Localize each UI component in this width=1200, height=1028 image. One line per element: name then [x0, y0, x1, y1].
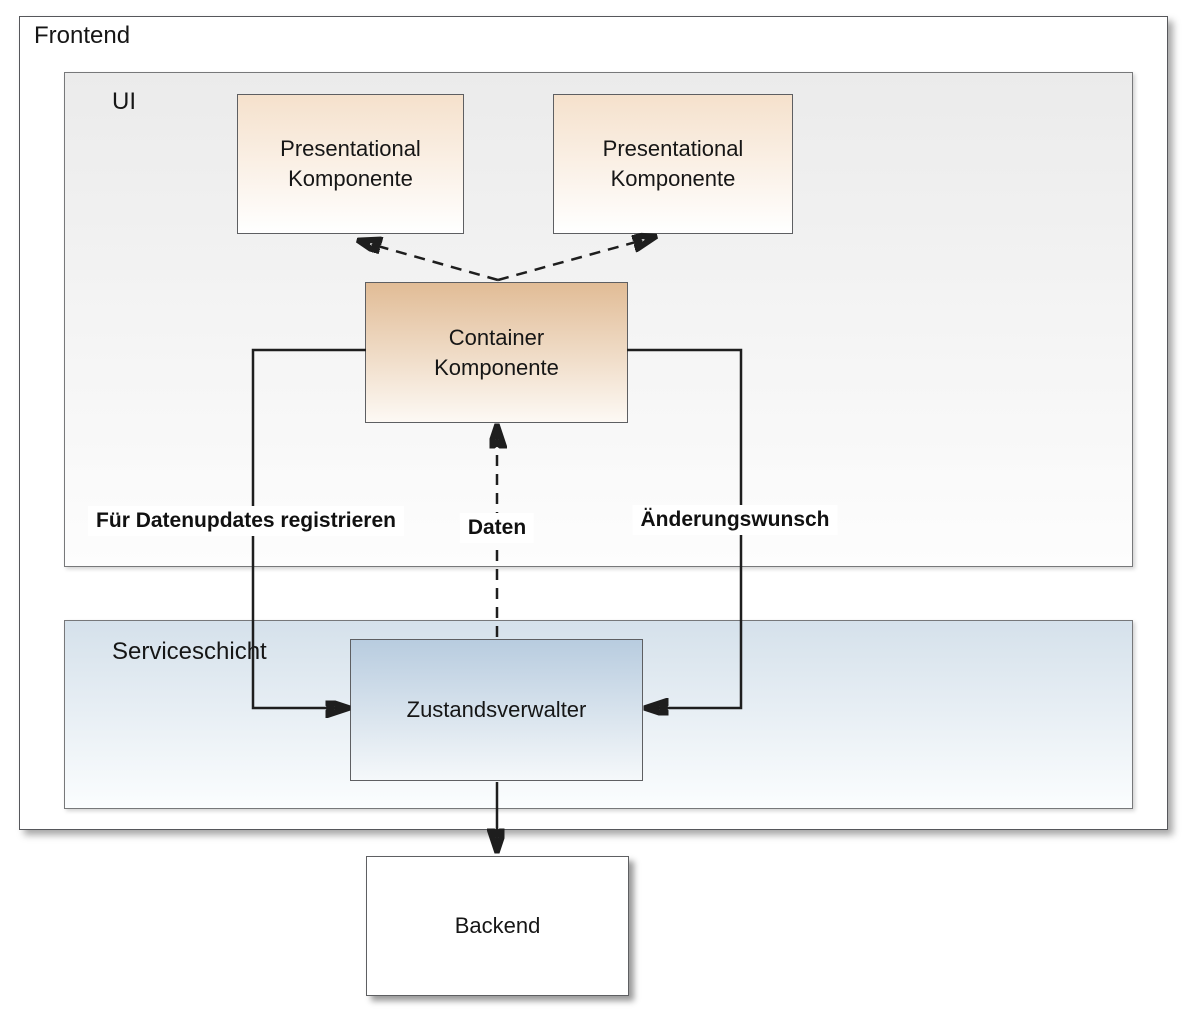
- container-component-label: Container Komponente: [434, 324, 559, 380]
- backend-label: Backend: [454, 913, 541, 939]
- backend-node: Backend: [366, 856, 629, 996]
- presentational-component-label-left: Presentational Komponente: [280, 136, 421, 191]
- container-component-node: Container Komponente: [365, 282, 628, 423]
- state-manager-node: Zustandsverwalter: [350, 639, 643, 781]
- presentational-component-node-left: Presentational Komponente: [237, 94, 464, 234]
- presentational-component-node-right: Presentational Komponente: [553, 94, 793, 234]
- edge-label-change-request: Änderungswunsch: [632, 505, 838, 535]
- ui-layer-label: UI: [112, 88, 136, 115]
- state-manager-label: Zustandsverwalter: [406, 697, 587, 723]
- presentational-component-label-right: Presentational Komponente: [602, 136, 744, 191]
- edge-label-daten: Daten: [459, 513, 535, 543]
- service-layer-label: Serviceschicht: [112, 638, 267, 665]
- frontend-layer-label: Frontend: [34, 22, 131, 49]
- edge-label-register-for-data-updates: Für Datenupdates registrieren: [88, 506, 404, 536]
